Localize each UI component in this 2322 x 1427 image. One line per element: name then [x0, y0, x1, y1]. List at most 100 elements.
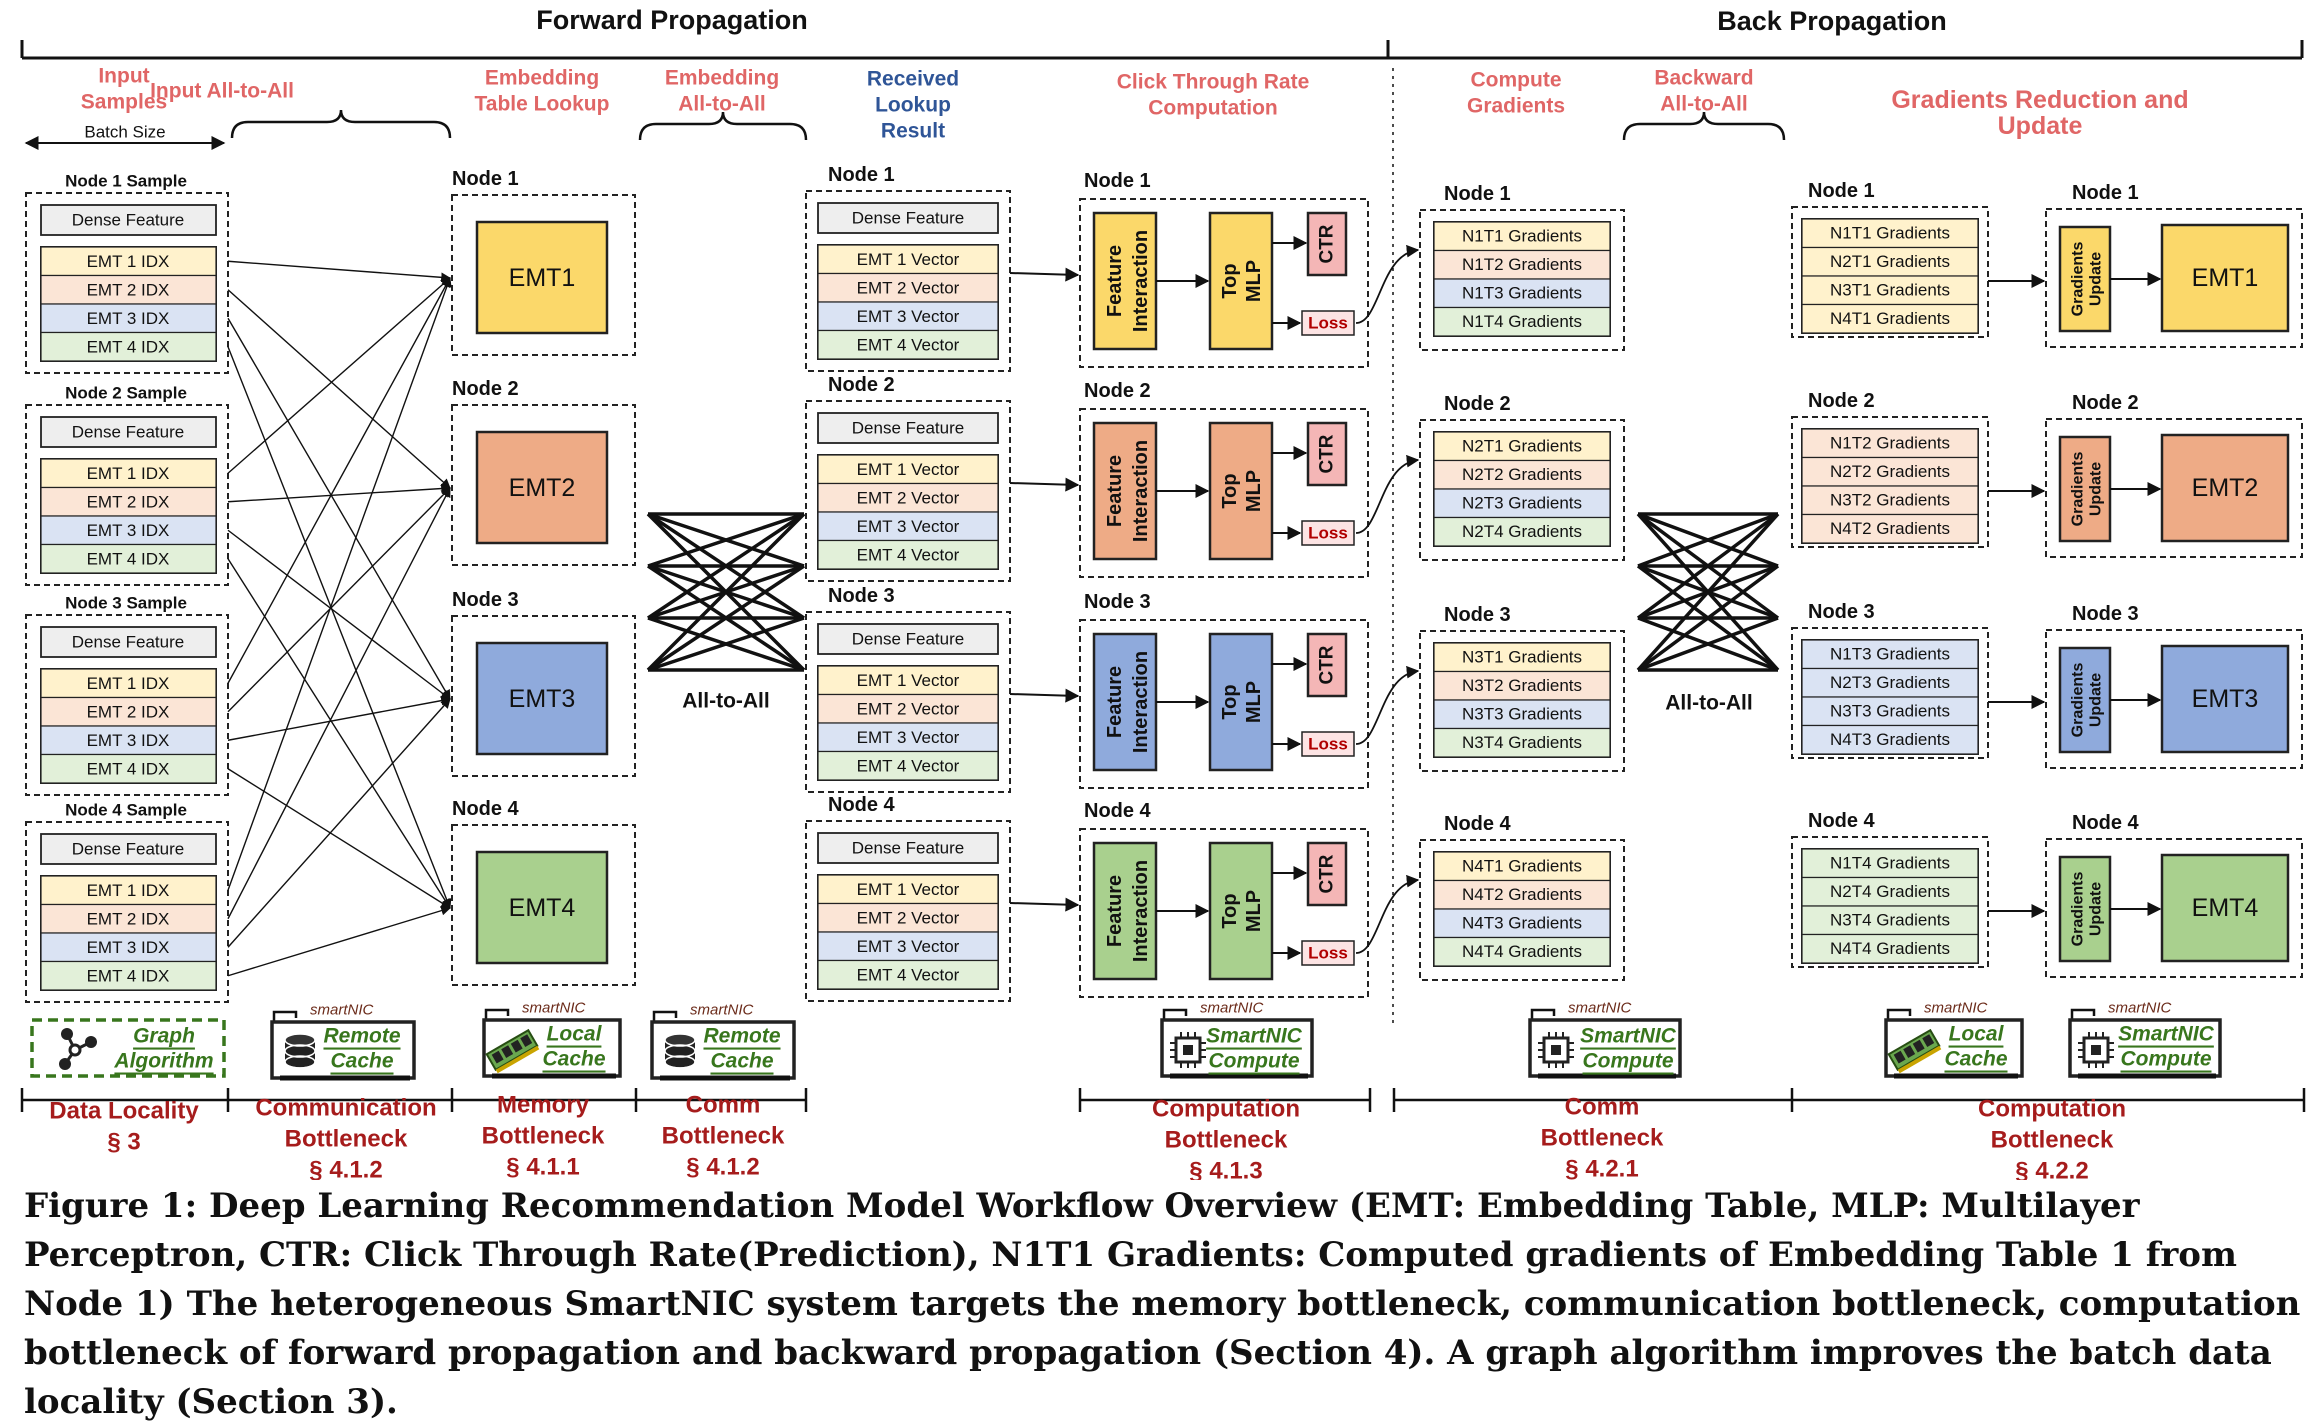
reduce-grad-label: N4T3 Gradients: [1830, 730, 1950, 749]
loss-label: Loss: [1308, 735, 1348, 754]
memory-chip: [1893, 1050, 1906, 1064]
smartnic-card: [650, 1020, 796, 1080]
node-title: Node 3: [828, 585, 895, 607]
dense-feature-label: Dense Feature: [72, 840, 184, 859]
update-node-box: [2045, 629, 2303, 769]
compute-grad-box: [1419, 209, 1625, 351]
emt-idx-label: EMT 3 IDX: [87, 938, 170, 957]
stage-embedding-lookup: Table Lookup: [475, 93, 610, 116]
graph-algorithm-label: Algorithm: [113, 1050, 213, 1073]
reduce-grad-cell: [1801, 639, 1979, 670]
reduce-grad-cell: [1801, 218, 1979, 249]
database-disk: [664, 1033, 696, 1047]
compute-grad-label: N4T3 Gradients: [1462, 914, 1582, 933]
loss-to-gradients-arrow: [1355, 874, 1420, 954]
compute-grad-label: N2T4 Gradients: [1462, 522, 1582, 541]
received-to-ctr-arrow: [1009, 267, 1080, 282]
top-mlp-label: Top: [1219, 893, 1241, 928]
stage-backward-all-to-all: All-to-All: [1660, 93, 1747, 116]
memory-chip: [1912, 1039, 1925, 1053]
node-title: Node 1: [1084, 170, 1151, 192]
reduce-grad-label: N1T4 Gradients: [1830, 854, 1950, 873]
dense-feature-cell: [817, 202, 999, 234]
ctr-label: CTR: [1317, 224, 1338, 263]
input-all-to-all-link: [227, 260, 451, 283]
received-to-ctr-arrow: [1009, 477, 1080, 492]
node-title: Node 3: [452, 589, 519, 611]
compute-grad-cell: [1433, 459, 1611, 490]
loss-label: Loss: [1308, 944, 1348, 963]
emt-idx-cell: [40, 696, 217, 727]
smartnic-tag: smartNIC: [522, 1000, 586, 1017]
memory-pins: [495, 1045, 540, 1074]
emt-vector-label: EMT 3 Vector: [857, 937, 960, 956]
bottleneck-backward-comm: Comm: [1565, 1094, 1640, 1121]
compute-grad-label: N1T1 Gradients: [1462, 227, 1582, 246]
emt-idx-cell: [40, 932, 217, 963]
memory-chip: [520, 1034, 533, 1047]
bottleneck-computation: Computation: [1152, 1096, 1300, 1123]
graph-node: [85, 1036, 97, 1048]
memory-icon: [1887, 1028, 1942, 1074]
ctr-block: [1306, 211, 1348, 277]
emt-table-label: EMT4: [509, 894, 576, 922]
memory-icon: [485, 1028, 540, 1074]
emt-table: [475, 430, 609, 545]
compute-grad-label: N4T1 Gradients: [1462, 857, 1582, 876]
dense-feature-label: Dense Feature: [72, 633, 184, 652]
compute-grad-label: N1T2 Gradients: [1462, 255, 1582, 274]
backward-all-to-all-link: [1636, 512, 1780, 672]
embedding-all-to-all-link: [647, 512, 805, 568]
brace-input-all-to-all: [230, 109, 452, 139]
memory-chip: [1922, 1034, 1935, 1047]
dense-feature-label: Dense Feature: [72, 211, 184, 230]
graph-node: [68, 1043, 82, 1057]
reduce-grad-label: N2T1 Gradients: [1830, 252, 1950, 271]
smartnic-bracket: [1530, 1008, 1556, 1020]
input-all-to-all-link: [227, 277, 452, 891]
reduce-grad-cell: [1801, 303, 1979, 334]
emt-node-box: [451, 404, 636, 566]
reduce-grad-cell: [1801, 848, 1979, 879]
input-all-to-all-link: [227, 277, 451, 474]
ctr-node-box: [1079, 198, 1369, 368]
figure-caption: Figure 1: Deep Learning Recommendation M…: [24, 1186, 2301, 1422]
bottleneck-backward-computation: Computation: [1978, 1096, 2126, 1123]
emt-table-label: EMT3: [2192, 685, 2259, 713]
embedding-all-to-all-link: [647, 616, 805, 672]
loss-block: [1301, 731, 1355, 757]
node-title: Node 4: [1084, 800, 1152, 822]
ctr-block: [1306, 421, 1348, 487]
node-title: Node 2: [2072, 392, 2139, 414]
reduce-grad-cell: [1801, 485, 1979, 516]
emt-vector-label: EMT 3 Vector: [857, 517, 960, 536]
brace-backward-all-to-all: [1622, 111, 1786, 141]
compute-grad-label: N1T3 Gradients: [1462, 284, 1582, 303]
compute-grad-cell: [1433, 670, 1611, 701]
compute-grad-cell: [1433, 306, 1611, 337]
gradients-update-block: [2058, 855, 2112, 963]
chip-icon: [1538, 1032, 1574, 1068]
database-disk: [284, 1033, 316, 1047]
emt-vector-label: EMT 1 Vector: [857, 460, 960, 479]
compute-grad-cell: [1433, 516, 1611, 547]
back-propagation-title: Back Propagation: [1717, 6, 1947, 36]
stage-gradients-reduction: Gradients Reduction and: [1891, 86, 2188, 114]
sample-box: [25, 821, 229, 1003]
emt-vector-cell: [817, 874, 999, 905]
smartnic-bracket: [652, 1010, 678, 1022]
smartnic-compute-label: Compute: [1209, 1050, 1300, 1073]
reduce-grad-label: N4T2 Gradients: [1830, 519, 1950, 538]
stage-backward-all-to-all: Backward: [1654, 67, 1753, 90]
reduce-grad-label: N3T1 Gradients: [1830, 281, 1950, 300]
reduce-grad-label: N3T3 Gradients: [1830, 702, 1950, 721]
emt-idx-cell: [40, 274, 217, 305]
emt-vector-cell: [817, 244, 999, 275]
graph-node: [59, 1058, 71, 1070]
database-disk: [284, 1055, 316, 1069]
memory-chip: [510, 1039, 523, 1053]
input-all-to-all-link: [227, 277, 451, 684]
reduce-grad-box: [1791, 416, 1989, 548]
emt-vector-label: EMT 4 Vector: [857, 335, 960, 354]
loss-block: [1301, 520, 1355, 546]
